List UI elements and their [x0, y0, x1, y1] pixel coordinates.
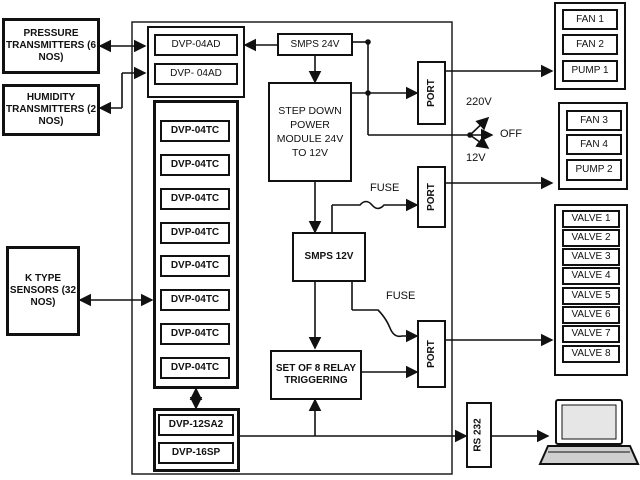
pressure-label: PRESSURE TRANSMITTERS (6 NOS) — [6, 28, 96, 63]
dvp-04ad-module-1: DVP-04AD — [154, 34, 238, 56]
pressure-transmitters-block: PRESSURE TRANSMITTERS (6 NOS) — [2, 18, 100, 74]
dvp-04tc-label: DVP-04TC — [170, 362, 220, 373]
valve-label: VALVE 5 — [571, 290, 611, 301]
valve-label: VALVE 2 — [571, 232, 611, 243]
port-2-label: PORT — [425, 183, 437, 211]
port-1-label: PORT — [425, 79, 437, 107]
valve-label: VALVE 3 — [571, 251, 611, 262]
fuse-label-1: FUSE — [370, 182, 400, 194]
dvp-04ad-label-1: DVP-04AD — [171, 39, 221, 50]
dvp-04tc-label: DVP-04TC — [170, 260, 220, 271]
pump-1-label: PUMP 1 — [571, 65, 609, 76]
valve-label: VALVE 1 — [571, 213, 611, 224]
smps-12v-label: SMPS 12V — [304, 251, 354, 262]
rs232-port: RS 232 — [466, 402, 492, 468]
dvp-04tc-module: DVP-04TC — [160, 154, 230, 176]
dvp-04tc-label: DVP-04TC — [170, 294, 220, 305]
fan-pump-group-2 — [558, 102, 628, 190]
valve-item: VALVE 4 — [562, 267, 620, 285]
plc-module-group — [153, 408, 240, 472]
dvp-04tc-module: DVP-04TC — [160, 120, 230, 142]
smps-12v-block: SMPS 12V — [292, 232, 366, 282]
off-label: OFF — [500, 128, 522, 140]
fan-1-label: FAN 1 — [576, 13, 604, 25]
fan-2-label: FAN 2 — [576, 38, 604, 50]
step-down-module-block: STEP DOWN POWER MODULE 24V TO 12V — [268, 82, 352, 182]
voltage-12v-label: 12V — [466, 152, 486, 164]
valve-item: VALVE 5 — [562, 287, 620, 305]
dvp-04tc-module: DVP-04TC — [160, 289, 230, 311]
port-2: PORT — [417, 166, 446, 228]
fan-1-item: FAN 1 — [562, 9, 618, 30]
fan-pump-group-1 — [554, 2, 626, 90]
thermocouple-module-group — [153, 100, 239, 389]
valve-item: VALVE 3 — [562, 248, 620, 266]
pump-2-label: PUMP 2 — [575, 164, 613, 175]
fan-4-item: FAN 4 — [566, 134, 622, 155]
dvp-04tc-label: DVP-04TC — [170, 193, 220, 204]
dvp-04tc-module: DVP-04TC — [160, 188, 230, 210]
dvp-04tc-label: DVP-04TC — [170, 227, 220, 238]
smps-24v-label: SMPS 24V — [290, 38, 340, 50]
k-type-sensors-block: K TYPE SENSORS (32 NOS) — [6, 246, 80, 336]
valve-label: VALVE 4 — [571, 270, 611, 281]
k-type-label: K TYPE SENSORS (32 NOS) — [9, 273, 77, 308]
fuse-label-2: FUSE — [386, 290, 416, 302]
dvp-04ad-label-2: DVP- 04AD — [170, 68, 222, 79]
valve-label: VALVE 6 — [571, 309, 611, 320]
humidity-label: HUMIDITY TRANSMITTERS (2 NOS) — [6, 92, 96, 127]
smps-24v-block: SMPS 24V — [277, 33, 353, 56]
dvp-12sa2-module: DVP-12SA2 — [158, 414, 234, 436]
valve-item: VALVE 6 — [562, 306, 620, 324]
dvp-04ad-module-2: DVP- 04AD — [154, 63, 238, 85]
port-1: PORT — [417, 61, 446, 125]
valve-label: VALVE 8 — [571, 348, 611, 359]
dvp-04tc-module: DVP-04TC — [160, 255, 230, 277]
rs232-label: RS 232 — [473, 418, 485, 452]
dvp-04tc-label: DVP-04TC — [170, 328, 220, 339]
valve-label: VALVE 7 — [571, 328, 611, 339]
dvp-04tc-module: DVP-04TC — [160, 357, 230, 379]
analog-module-group — [147, 26, 245, 98]
valve-group — [554, 204, 628, 376]
dvp-04tc-module: DVP-04TC — [160, 222, 230, 244]
laptop-icon — [538, 399, 640, 465]
voltage-220v-label: 220V — [466, 96, 492, 108]
pump-1-item: PUMP 1 — [562, 60, 618, 82]
step-down-label: STEP DOWN POWER MODULE 24V TO 12V — [276, 105, 344, 159]
dvp-04tc-label: DVP-04TC — [170, 159, 220, 170]
valve-item: VALVE 7 — [562, 325, 620, 343]
dvp-16sp-module: DVP-16SP — [158, 442, 234, 464]
port-3: PORT — [417, 320, 446, 388]
valve-item: VALVE 2 — [562, 229, 620, 247]
fan-4-label: FAN 4 — [580, 138, 608, 150]
valve-item: VALVE 8 — [562, 345, 620, 363]
dvp-12sa2-label: DVP-12SA2 — [168, 419, 224, 430]
dvp-04tc-label: DVP-04TC — [170, 125, 220, 136]
valve-item: VALVE 1 — [562, 210, 620, 228]
dvp-16sp-label: DVP-16SP — [171, 447, 221, 458]
fan-2-item: FAN 2 — [562, 34, 618, 55]
relay-triggering-block: SET OF 8 RELAY TRIGGERING — [270, 350, 362, 400]
port-3-label: PORT — [425, 340, 437, 368]
pump-2-item: PUMP 2 — [566, 159, 622, 181]
fan-3-label: FAN 3 — [580, 114, 608, 126]
relay-label: SET OF 8 RELAY TRIGGERING — [275, 363, 357, 386]
dvp-04tc-module: DVP-04TC — [160, 323, 230, 345]
humidity-transmitters-block: HUMIDITY TRANSMITTERS (2 NOS) — [2, 84, 100, 136]
fan-3-item: FAN 3 — [566, 110, 622, 131]
